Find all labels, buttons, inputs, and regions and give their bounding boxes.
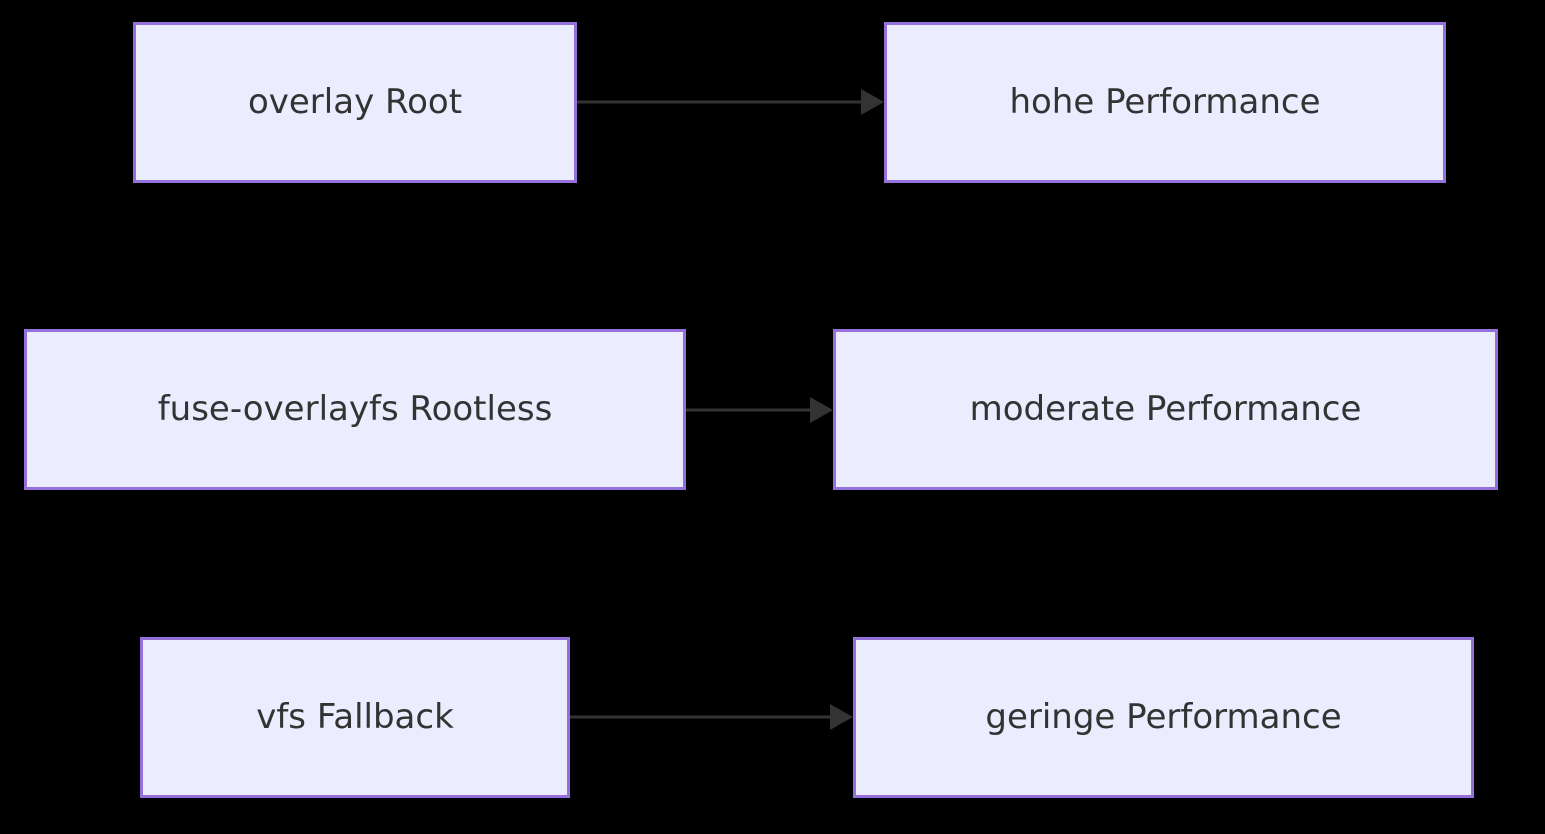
- edge-overlay-root-to-hohe-performance: [577, 89, 884, 115]
- arrowhead-icon: [830, 704, 853, 730]
- node-fuse-overlayfs-rootless: fuse-overlayfs Rootless: [24, 329, 686, 490]
- arrowhead-icon: [810, 397, 833, 423]
- node-label: fuse-overlayfs Rootless: [157, 389, 553, 430]
- node-label: vfs Fallback: [256, 697, 454, 738]
- node-vfs-fallback: vfs Fallback: [140, 637, 570, 798]
- node-label: overlay Root: [247, 82, 463, 123]
- node-label: hohe Performance: [1009, 82, 1321, 123]
- node-geringe-performance: geringe Performance: [853, 637, 1474, 798]
- node-label: geringe Performance: [985, 697, 1342, 738]
- arrowhead-icon: [861, 89, 884, 115]
- node-hohe-performance: hohe Performance: [884, 22, 1446, 183]
- node-moderate-performance: moderate Performance: [833, 329, 1498, 490]
- node-label: moderate Performance: [969, 389, 1362, 430]
- node-overlay-root: overlay Root: [133, 22, 577, 183]
- edge-fuse-rootless-to-moderate-performance: [686, 397, 833, 423]
- edge-vfs-fallback-to-geringe-performance: [570, 704, 853, 730]
